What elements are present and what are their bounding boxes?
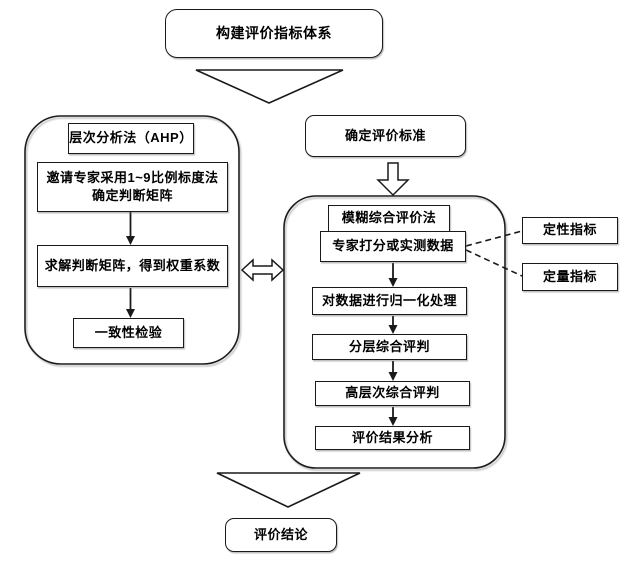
flow-arrow-ahp-2 — [126, 288, 135, 318]
double-arrow — [240, 258, 285, 282]
node-solve-matrix-weights: 求解判断矩阵，得到权重系数 — [37, 245, 228, 287]
node-ahp-method: 层次分析法（AHP） — [68, 123, 194, 154]
node-expert-score-or-measured-data: 专家打分或实测数据 — [320, 231, 466, 262]
node-quantitative-indicator: 定量指标 — [522, 263, 618, 291]
ahp-group-container — [24, 115, 240, 365]
node-determine-evaluation-standard: 确定评价标准 — [305, 115, 466, 157]
node-consistency-check: 一致性检验 — [73, 318, 184, 348]
node-data-normalization: 对数据进行归一化处理 — [312, 287, 467, 315]
inverted-triangle-bottom — [216, 472, 361, 508]
node-build-index-system: 构建评价指标体系 — [165, 9, 383, 58]
flow-arrow-fuzzy-3 — [388, 361, 398, 381]
node-expert-scale-judgment-matrix: 邀请专家采用1~9比例标度法确定判断矩阵 — [37, 162, 228, 212]
node-layered-comprehensive-evaluation: 分层综合评判 — [312, 334, 467, 360]
block-down-arrow — [376, 162, 410, 197]
flow-arrow-fuzzy-4 — [388, 407, 398, 426]
node-qualitative-indicator: 定性指标 — [522, 217, 618, 244]
node-result-analysis: 评价结果分析 — [315, 426, 470, 450]
flow-arrow-fuzzy-1 — [388, 263, 398, 287]
dashed-connector-quantitative — [465, 249, 523, 277]
inverted-triangle-top — [195, 69, 344, 104]
node-evaluation-conclusion: 评价结论 — [225, 518, 337, 552]
node-higher-level-evaluation: 高层次综合评判 — [315, 381, 470, 406]
node-fuzzy-method: 模糊综合评价法 — [328, 205, 450, 232]
fuzzy-group-container — [283, 195, 506, 469]
flow-arrow-ahp-1 — [126, 212, 135, 245]
dashed-connector-qualitative — [465, 230, 523, 247]
flow-arrow-fuzzy-2 — [388, 316, 398, 334]
